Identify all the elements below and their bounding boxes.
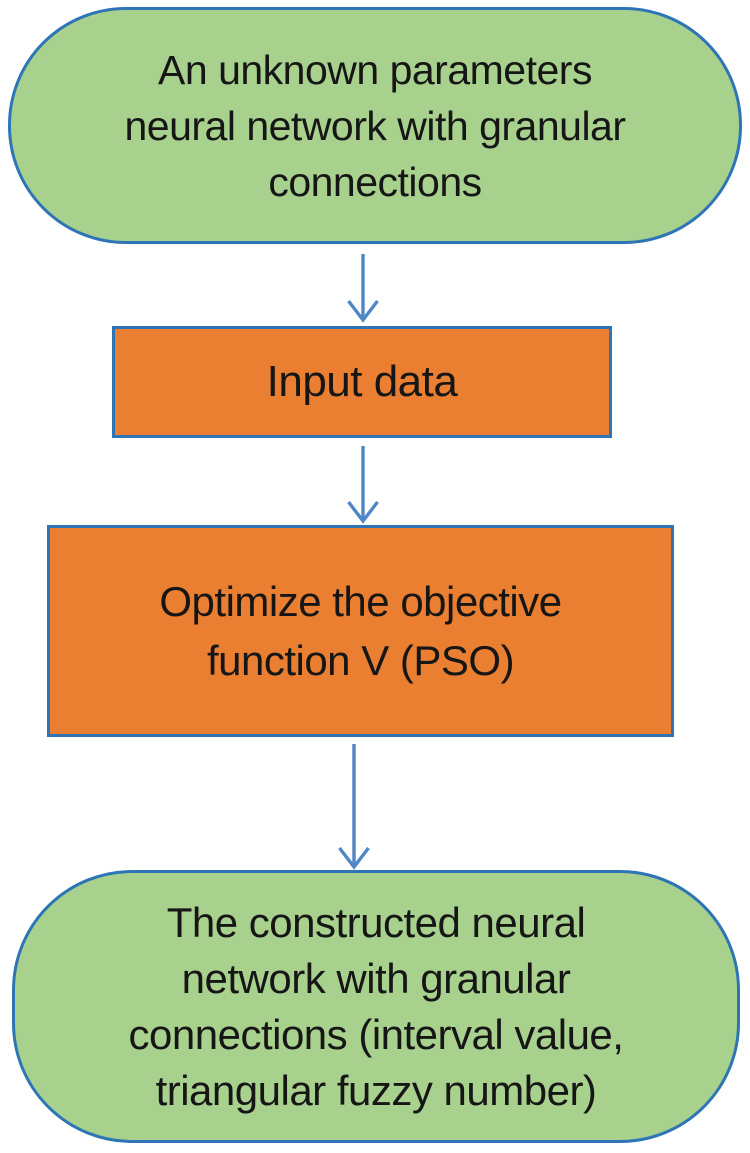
- node-optimize-pso: Optimize the objective function V (PSO): [47, 525, 674, 737]
- node-text-line: Optimize the objective: [159, 578, 562, 625]
- arrow-input-data-to-optimize: [347, 446, 379, 524]
- node-text-line: The constructed neural: [166, 898, 586, 946]
- node-start-stadium: An unknown parameters neural network with…: [8, 7, 742, 244]
- node-text-line: function V (PSO): [206, 637, 515, 684]
- arrow-optimize-to-result: [338, 744, 370, 870]
- node-text-line: network with granular: [181, 954, 571, 1002]
- node-input-data: Input data: [112, 326, 612, 438]
- node-text-line: triangular fuzzy number): [155, 1066, 597, 1114]
- node-text-line: connections (interval value,: [128, 1010, 624, 1058]
- node-text-line: neural network with granular: [124, 102, 626, 149]
- node-text-line: An unknown parameters: [158, 46, 592, 93]
- arrow-start-to-input-data: [347, 254, 379, 323]
- node-text-line: connections: [268, 158, 482, 205]
- node-result-stadium: The constructed neural network with granu…: [12, 870, 740, 1143]
- node-text-line: Input data: [266, 357, 458, 406]
